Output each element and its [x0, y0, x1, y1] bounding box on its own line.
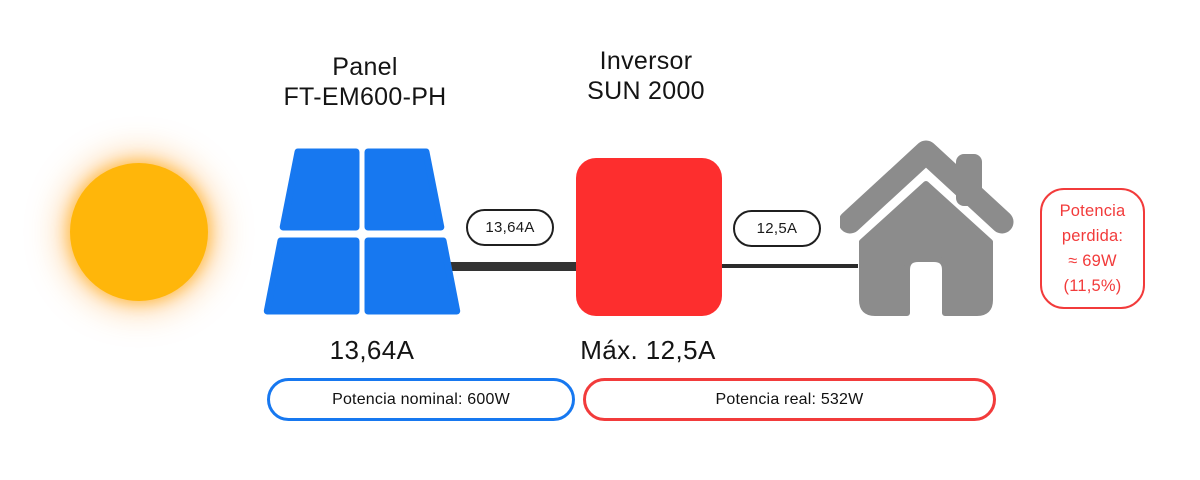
- panel-title-line2: FT-EM600-PH: [283, 83, 447, 111]
- panel-title: Panel FT-EM600-PH: [240, 52, 490, 112]
- inverter-current-label: Máx. 12,5A: [580, 335, 716, 365]
- inverter-title-line1: Inversor: [599, 47, 693, 75]
- power-loss-badge: Potencia perdida: ≈ 69W (11,5%): [1040, 188, 1145, 309]
- wire-current-dc-value: 13,64A: [485, 219, 535, 236]
- sun-icon: [70, 163, 208, 301]
- wire-current-ac-value: 12,5A: [756, 220, 798, 237]
- dc-wire: [446, 262, 582, 271]
- panel-title-line1: Panel: [332, 53, 398, 81]
- wire-current-badge-dc: 13,64A: [466, 209, 554, 246]
- power-loss-line2: perdida:: [1061, 226, 1124, 245]
- ac-wire: [720, 264, 858, 268]
- panel-current-label: 13,64A: [329, 335, 415, 365]
- house-icon: [840, 140, 1015, 318]
- wire-current-badge-ac: 12,5A: [733, 210, 821, 247]
- power-loss-line3: ≈ 69W: [1068, 251, 1117, 270]
- inverter-title-line2: SUN 2000: [587, 77, 705, 105]
- power-loss-line1: Potencia: [1059, 201, 1126, 220]
- inverter-box: [576, 158, 722, 316]
- nominal-power-text: Potencia nominal: 600W: [332, 390, 510, 408]
- nominal-power-badge: Potencia nominal: 600W: [267, 378, 575, 421]
- real-power-text: Potencia real: 532W: [715, 390, 864, 408]
- solar-panel-icon: [262, 146, 462, 318]
- inverter-title: Inversor SUN 2000: [521, 46, 771, 106]
- power-loss-line4: (11,5%): [1063, 276, 1122, 295]
- real-power-badge: Potencia real: 532W: [583, 378, 996, 421]
